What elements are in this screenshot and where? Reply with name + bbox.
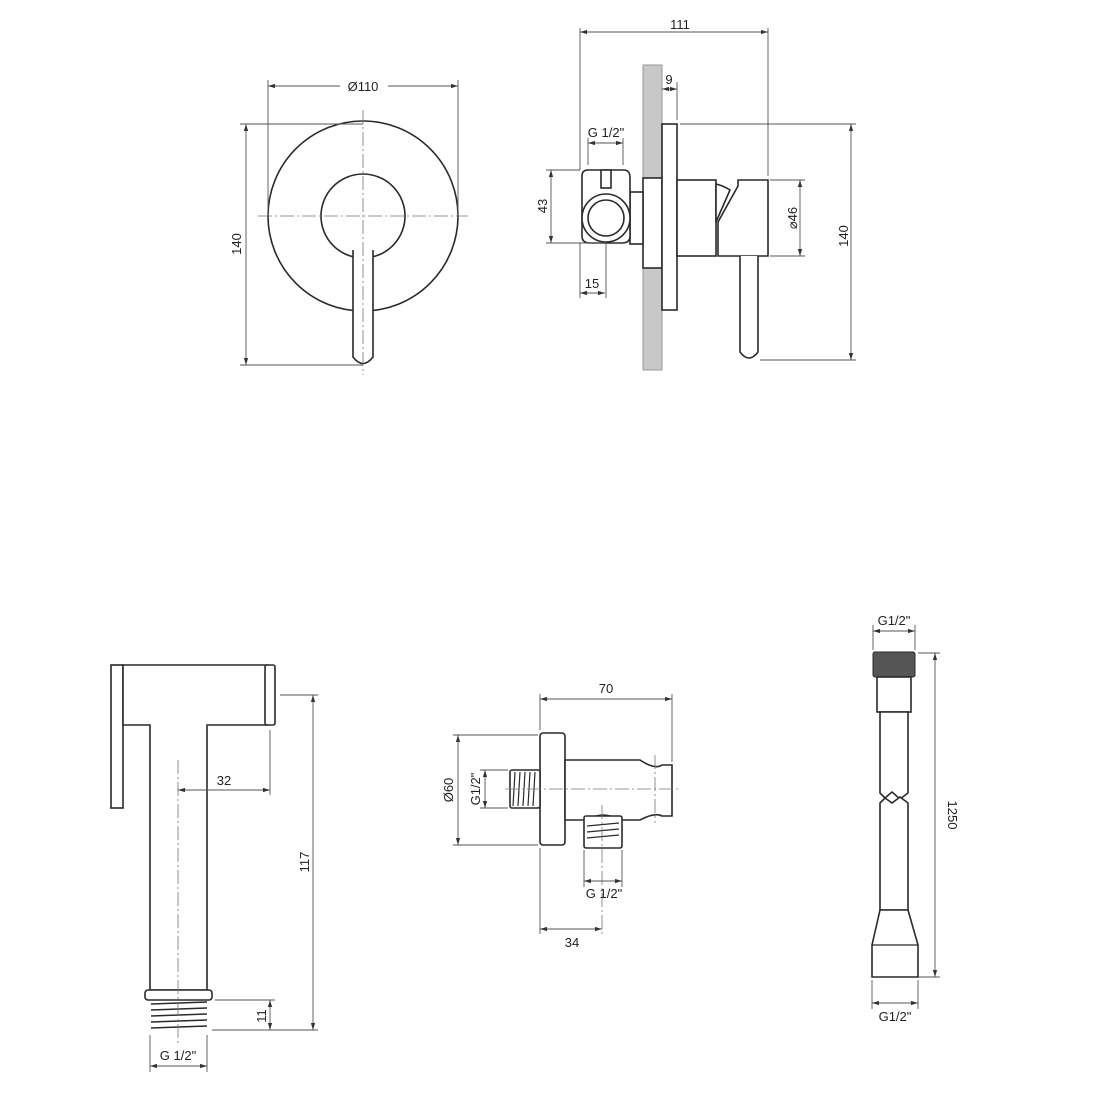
dim-thread-length: 11 [254,1009,269,1023]
dim-depth: 111 [670,17,690,32]
thread [150,1001,208,1029]
dim-outlet: G 1/2" [586,886,623,901]
mixer-front-view: Ø110 140 [229,79,468,375]
dim-outlet-offset: 34 [565,935,579,950]
dim-side-height: 140 [836,225,851,247]
dim-body-diameter: ⌀46 [785,207,800,229]
dim-thread: G 1/2" [588,125,625,140]
dim-length: 1250 [945,801,960,830]
dim-diameter: Ø60 [441,778,456,803]
dim-height: 117 [297,852,312,873]
mixer-side-view: 111 9 G 1/2" 43 15 ⌀46 140 [535,17,856,371]
dim-diameter: Ø110 [348,79,379,94]
dim-plate: 9 [665,72,672,87]
dim-reach: 32 [217,773,231,788]
dim-outlet-height: 43 [535,199,550,213]
hose: G1/2" 1250 G1/2" [871,613,960,1024]
hand-shower: 32 117 11 G 1/2" [110,664,318,1072]
dim-bottom-thread: G1/2" [879,1009,912,1024]
dim-outlet-offset: 15 [585,276,599,291]
dim-depth: 70 [599,681,613,696]
dim-inlet: G1/2" [468,772,483,805]
dim-thread: G 1/2" [160,1048,197,1063]
dim-height: 140 [229,233,244,255]
wall-holder: 70 Ø60 G1/2" G 1/2" 34 [441,681,680,950]
dim-top-thread: G1/2" [878,613,911,628]
